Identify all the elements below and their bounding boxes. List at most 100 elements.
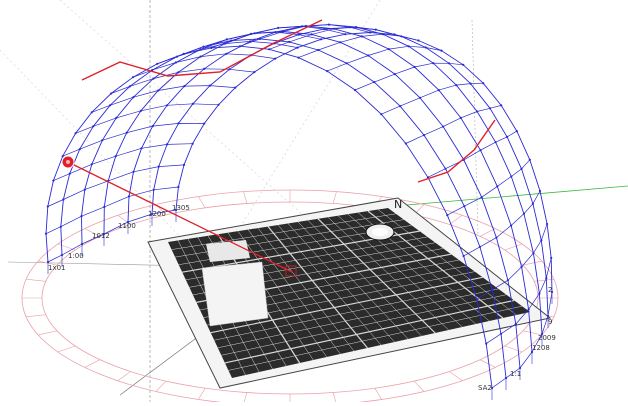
sunpath-node bbox=[455, 84, 458, 87]
sunpath-node bbox=[387, 48, 390, 51]
sunpath-node bbox=[491, 288, 494, 291]
sunpath-node bbox=[527, 308, 530, 311]
sunpath-node bbox=[114, 155, 117, 158]
sunpath-node bbox=[494, 141, 497, 144]
sunpath-node bbox=[381, 33, 384, 36]
hour-label-1900: 1:00 bbox=[68, 252, 84, 260]
sunpath-node bbox=[444, 167, 447, 170]
sunpath-node bbox=[177, 71, 180, 74]
compass-ticks bbox=[22, 190, 558, 406]
compass-tick bbox=[449, 371, 463, 381]
compass-tick bbox=[413, 380, 425, 392]
sunpath-node bbox=[417, 39, 420, 42]
compass-tick bbox=[198, 388, 206, 400]
dashed-guide-top bbox=[59, 0, 321, 231]
sun-ray-group bbox=[61, 155, 297, 277]
sunpath-node bbox=[373, 81, 376, 84]
sunpath-node bbox=[510, 224, 513, 227]
sunpath-node bbox=[515, 130, 518, 133]
sunpath-node bbox=[78, 148, 81, 151]
sunpath-node bbox=[546, 222, 549, 226]
sunpath-node bbox=[152, 77, 155, 80]
sunpath-node bbox=[360, 35, 363, 38]
compass-tick bbox=[479, 228, 496, 237]
sunpath-node bbox=[374, 28, 377, 31]
compass-tick bbox=[243, 392, 248, 405]
sunpath-node bbox=[514, 323, 517, 326]
sunpath-node bbox=[253, 71, 256, 74]
sunpath-node bbox=[74, 132, 77, 135]
sunpath-node bbox=[199, 48, 202, 51]
sunpath-node bbox=[139, 109, 142, 112]
compass-tick bbox=[374, 388, 382, 400]
highlighted-sunpaths bbox=[81, 19, 496, 183]
sunpath-node bbox=[482, 82, 485, 85]
sunpath-node bbox=[400, 35, 403, 38]
sunpath-node bbox=[128, 85, 131, 88]
sunpath-node bbox=[202, 45, 205, 48]
sunpath-node bbox=[92, 125, 95, 128]
sunpath-node bbox=[125, 131, 128, 134]
sunpath-date-line bbox=[91, 85, 236, 113]
sunpath-node bbox=[277, 26, 280, 29]
sunpath-node bbox=[109, 104, 112, 107]
compass-tick bbox=[38, 330, 58, 336]
vertical-axis-right bbox=[471, 19, 479, 236]
dome-labels: N 1x01 1:00 1012 1100 1200 1305 2 9 2009… bbox=[48, 198, 556, 392]
compass-tick bbox=[522, 260, 542, 266]
city-street bbox=[217, 288, 499, 349]
sunpath-node bbox=[469, 82, 472, 85]
sunpath-node bbox=[432, 62, 435, 65]
sunpath-node bbox=[83, 188, 86, 191]
sunpath-node bbox=[355, 26, 358, 29]
sunpath-node bbox=[110, 92, 113, 95]
sunpath-date-line bbox=[405, 105, 502, 144]
sunpath-date-line bbox=[298, 33, 419, 58]
sunpath-node bbox=[500, 104, 503, 107]
sunpath-node bbox=[310, 33, 313, 36]
sunpath-node bbox=[132, 96, 135, 99]
sunpath-node bbox=[174, 61, 177, 64]
sunpath-node bbox=[127, 195, 131, 198]
sunpath-node bbox=[499, 332, 503, 335]
sunpath-node bbox=[540, 239, 543, 242]
sunpath-node bbox=[253, 32, 256, 35]
sunpath-node bbox=[274, 30, 277, 34]
compass-tick bbox=[26, 278, 46, 282]
sun-ray bbox=[67, 161, 293, 273]
sunpath-node bbox=[225, 38, 228, 41]
sunpath-node bbox=[545, 277, 548, 280]
sunpath-node bbox=[424, 46, 427, 49]
sunpath-node bbox=[520, 167, 523, 170]
open-plaza bbox=[201, 261, 269, 327]
dashed-guide-diag bbox=[219, 0, 381, 261]
sun-ray-target bbox=[285, 265, 297, 277]
sunpath-node bbox=[140, 147, 143, 150]
sunpath-node bbox=[156, 62, 159, 65]
sunpath-node bbox=[274, 57, 277, 60]
compass-tick bbox=[504, 345, 523, 353]
sunpath-node bbox=[339, 41, 342, 44]
sunpath-node bbox=[447, 62, 451, 65]
sunpath-date-line bbox=[211, 26, 346, 49]
compass-tick bbox=[84, 359, 101, 368]
sunpath-node bbox=[478, 245, 481, 248]
sunpath-node bbox=[440, 49, 443, 52]
sunpath-node bbox=[191, 102, 194, 105]
sunpath-date-line bbox=[427, 130, 517, 178]
sunpath-node bbox=[459, 116, 462, 119]
hour-label-1305: 1305 bbox=[172, 204, 190, 212]
hour-label-2: 2 bbox=[548, 286, 552, 294]
sunpath-node bbox=[528, 158, 531, 161]
city-street bbox=[171, 213, 396, 250]
sunpath-node bbox=[44, 232, 48, 235]
compass-tick bbox=[332, 392, 337, 405]
compass-tick bbox=[479, 359, 496, 368]
sunpath-node bbox=[208, 84, 212, 87]
city-block-mass bbox=[168, 208, 530, 378]
sunpath-node bbox=[442, 125, 445, 128]
sunpath-highlight-right bbox=[417, 119, 496, 183]
sunpath-node bbox=[326, 70, 329, 73]
